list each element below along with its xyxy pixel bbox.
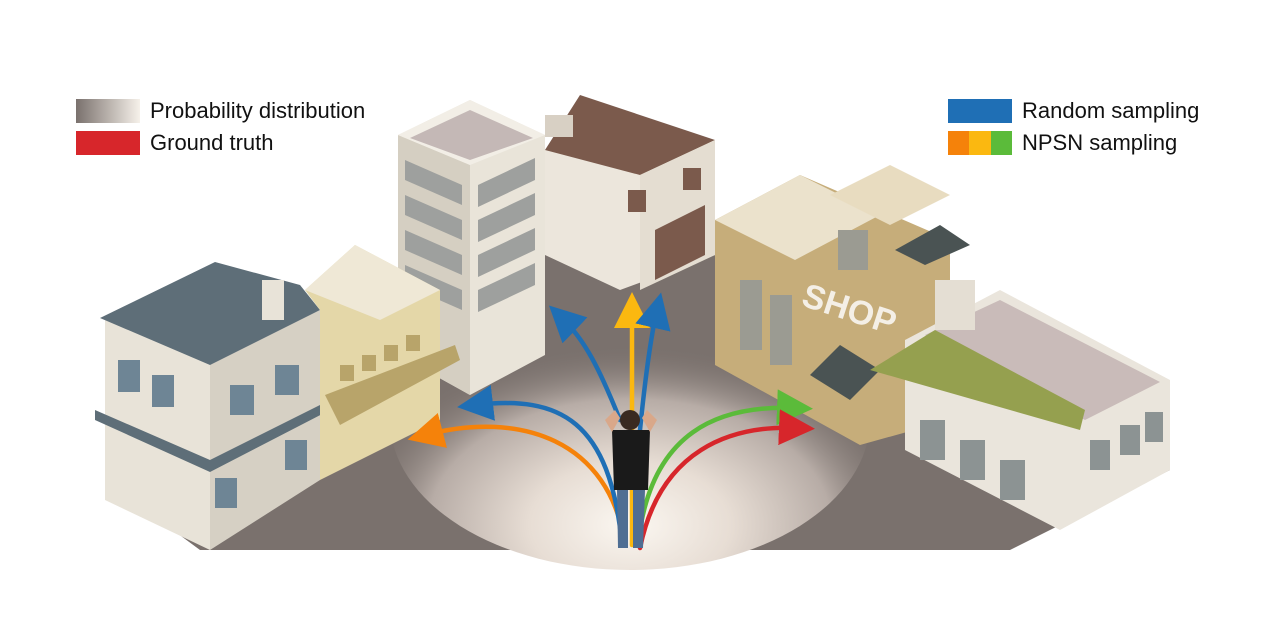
legend-label: Ground truth [150,130,274,155]
legend-right: Random sampling NPSN sampling [948,98,1199,156]
probability-swatch [76,99,140,123]
arrow-random-left [457,385,625,548]
sampling-arrows [407,292,815,551]
legend-item-ground-truth: Ground truth [76,130,365,156]
legend-label: NPSN sampling [1022,130,1178,155]
arrow-random-up-left [548,305,623,423]
building-right [870,280,1170,530]
arrow-ground-truth [637,409,815,551]
legend-left: Probability distribution Ground truth [76,98,365,156]
person [605,410,657,548]
npsn-swatch [948,131,1012,155]
legend-label: Probability distribution [150,98,366,123]
random-swatch [948,99,1012,123]
shop-building: SHOP [715,165,970,445]
house-top [545,95,715,290]
arrow-random-up-right [635,292,671,433]
legend-item-npsn: NPSN sampling [948,130,1199,156]
ground-truth-swatch [76,131,140,155]
house-left [95,262,330,550]
shop-left [305,245,460,480]
legend-item-probability: Probability distribution [76,98,365,124]
legend-label: Random sampling [1022,98,1200,123]
arrow-npsn-green-right [635,389,813,548]
legend-item-random: Random sampling [948,98,1199,124]
